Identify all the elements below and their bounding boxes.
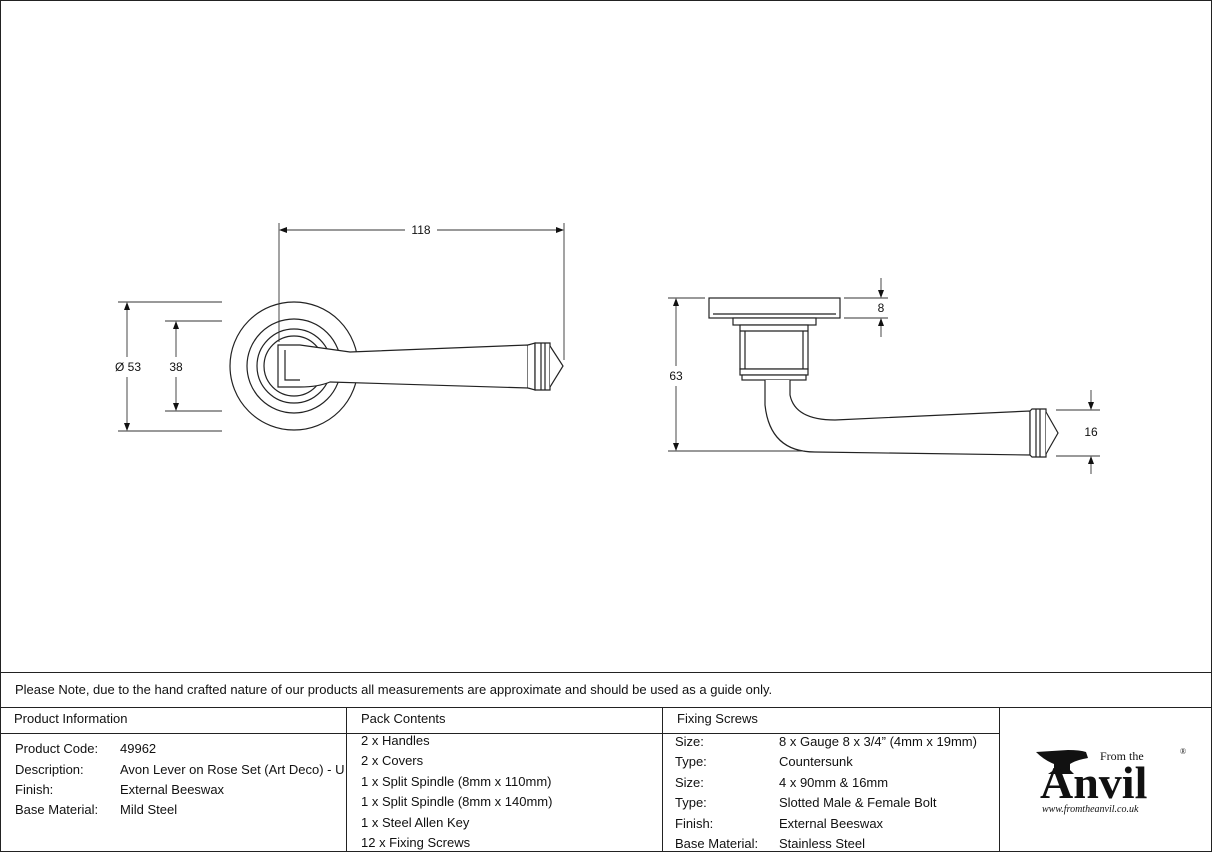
dim-lever-end: 16 (1084, 425, 1098, 439)
base-material-label: Base Material: (15, 802, 99, 817)
fixing-screws-heading: Fixing Screws (677, 711, 758, 726)
rose-side-neck (739, 324, 809, 370)
technical-drawing: 118 Ø 53 38 63 8 16 (115, 223, 1100, 474)
pack-item: 1 x Steel Allen Key (361, 815, 470, 830)
measurement-note: Please Note, due to the hand crafted nat… (0, 672, 1212, 708)
logo-anvil-text: Anvil (1040, 757, 1147, 808)
dim-height: 63 (669, 369, 683, 383)
description-label: Description: (15, 762, 84, 777)
screw-label: Type: (675, 795, 707, 810)
logo-registered: ® (1180, 747, 1186, 756)
screw-value: External Beeswax (779, 816, 884, 831)
fixing-screws-panel: Fixing Screws Size: 8 x Gauge 8 x 3/4” (… (663, 708, 1000, 852)
screw-label: Size: (675, 775, 704, 790)
product-information-panel: Product Information Product Code: 49962 … (0, 708, 347, 852)
screw-label: Size: (675, 734, 704, 749)
pack-item: 12 x Fixing Screws (361, 835, 471, 850)
screw-label: Base Material: (675, 836, 759, 851)
lever-side-tip (1045, 411, 1059, 455)
screw-value: Slotted Male & Female Bolt (779, 795, 937, 810)
anvil-icon (1036, 750, 1088, 774)
pack-item: 1 x Split Spindle (8mm x 110mm) (361, 774, 552, 789)
dim-inner: 38 (169, 360, 183, 374)
lever-front-cap (534, 342, 551, 391)
pack-item: 1 x Split Spindle (8mm x 140mm) (361, 794, 553, 809)
screw-value: Countersunk (779, 754, 853, 769)
lever-front-inner (284, 350, 300, 381)
from-the-anvil-logo: From the ® Anvil www.fromtheanvil.co.uk (1030, 740, 1190, 830)
rose-side-plate (708, 297, 841, 319)
lever-front-body (277, 344, 529, 389)
screw-value: 4 x 90mm & 16mm (779, 775, 889, 790)
screw-value: Stainless Steel (779, 836, 865, 851)
pack-item: 2 x Handles (361, 733, 430, 748)
screw-label: Finish: (675, 816, 714, 831)
base-material-value: Mild Steel (120, 802, 178, 817)
product-information-heading: Product Information (14, 711, 128, 726)
lever-side-cap (1029, 408, 1047, 458)
product-code-label: Product Code: (15, 741, 99, 756)
screw-label: Type: (675, 754, 707, 769)
product-code-value: 49962 (120, 741, 157, 756)
lever-side-body (764, 380, 1031, 456)
dim-rose-depth: 8 (878, 301, 885, 315)
dim-rose-diameter: Ø 53 (115, 360, 141, 374)
logo-from-the: From the (1100, 749, 1144, 763)
logo-url: www.fromtheanvil.co.uk (1042, 804, 1139, 815)
finish-label: Finish: (15, 782, 54, 797)
pack-contents-panel: Pack Contents 2 x Handles 2 x Covers 1 x… (347, 708, 663, 852)
pack-item: 2 x Covers (361, 753, 424, 768)
dim-width: 118 (411, 223, 430, 237)
finish-value: External Beeswax (120, 782, 225, 797)
lever-front-tip (549, 345, 564, 388)
screw-value: 8 x Gauge 8 x 3/4” (4mm x 19mm) (779, 734, 977, 749)
description-value: Avon Lever on Rose Set (Art Deco) - U (120, 762, 345, 777)
pack-contents-heading: Pack Contents (361, 711, 446, 726)
note-text: Please Note, due to the hand crafted nat… (15, 682, 773, 697)
